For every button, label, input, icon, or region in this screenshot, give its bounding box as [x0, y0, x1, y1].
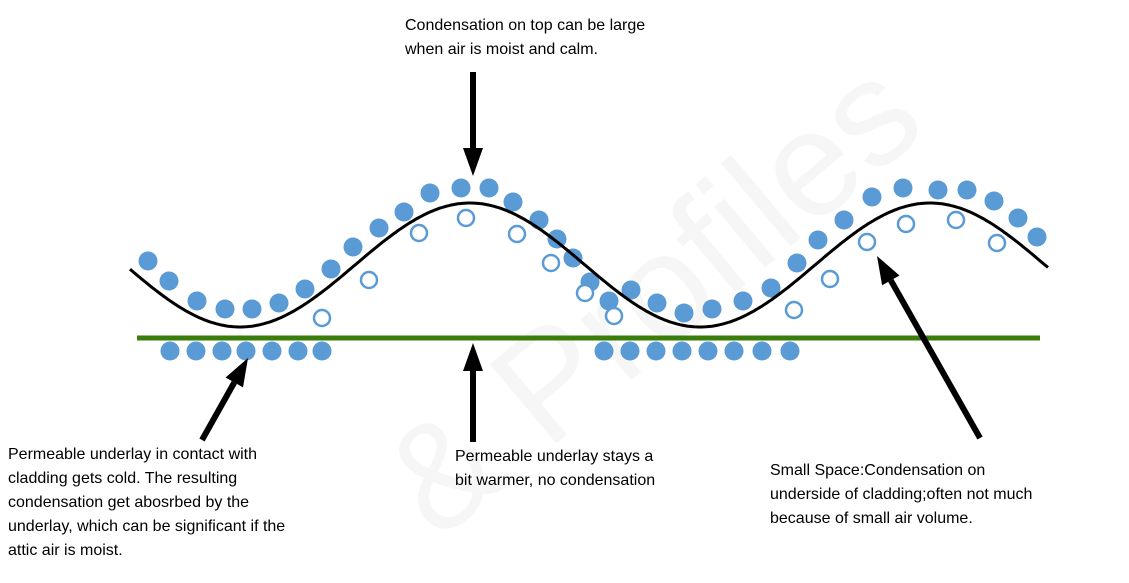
filled-droplet — [295, 279, 315, 299]
filled-droplet — [186, 341, 206, 361]
arrow-top-head — [463, 148, 483, 176]
filled-droplet — [862, 187, 882, 207]
filled-droplet — [621, 280, 641, 300]
filled-droplet — [733, 291, 753, 311]
label-line: cladding gets cold. The resulting — [8, 470, 238, 487]
filled-droplet — [808, 230, 828, 250]
label-line: when air is moist and calm. — [405, 41, 598, 58]
filled-droplet — [288, 341, 308, 361]
filled-droplet — [563, 248, 583, 268]
hollow-droplet — [987, 233, 1007, 253]
filled-droplet — [647, 293, 667, 313]
filled-droplet — [674, 303, 694, 323]
filled-droplet — [212, 341, 232, 361]
hollow-droplet — [507, 224, 527, 244]
filled-droplet — [451, 178, 471, 198]
filled-droplet — [698, 341, 718, 361]
label-line: bit warmer, no condensation — [455, 472, 656, 489]
filled-droplet — [529, 210, 549, 230]
filled-droplet — [479, 178, 499, 198]
filled-droplet — [420, 183, 440, 203]
arrow-right-shaft — [888, 278, 983, 440]
filled-droplet — [321, 259, 341, 279]
filled-droplet — [620, 341, 640, 361]
filled-droplet — [236, 341, 256, 361]
label-line: underside of cladding;often not much — [770, 486, 1033, 503]
arrow-center-head — [463, 343, 483, 371]
hollow-droplet — [857, 232, 877, 252]
arrow-left-shaft — [199, 380, 237, 442]
filled-droplet — [312, 341, 332, 361]
filled-droplet — [262, 341, 282, 361]
hollow-droplet — [456, 208, 476, 228]
filled-droplet — [646, 341, 666, 361]
filled-droplet — [138, 251, 158, 271]
condensation-droplets-above — [138, 178, 1047, 323]
hollow-droplet — [604, 306, 624, 326]
label-top-condensation: Condensation on top can be large when ai… — [405, 14, 645, 62]
filled-droplet — [957, 180, 977, 200]
filled-droplet — [928, 180, 948, 200]
hollow-droplet — [784, 300, 804, 320]
filled-droplet — [672, 341, 692, 361]
filled-droplet — [599, 291, 619, 311]
label-underlay-warmer: Permeable underlay stays a bit warmer, n… — [455, 445, 655, 493]
filled-droplet — [343, 237, 363, 257]
hollow-droplet — [820, 269, 840, 289]
hollow-droplet — [312, 308, 332, 328]
corrugated-cladding-profile — [129, 201, 1049, 329]
label-line: Permeable underlay in contact with — [8, 446, 258, 463]
label-underlay-contact: Permeable underlay in contact with cladd… — [8, 443, 285, 563]
filled-droplet — [160, 341, 180, 361]
filled-droplet — [594, 341, 614, 361]
label-line: Permeable underlay stays a — [455, 448, 654, 465]
filled-droplet — [187, 291, 207, 311]
label-line: because of small air volume. — [770, 510, 973, 527]
filled-droplet — [1008, 208, 1028, 228]
hollow-droplet — [896, 214, 916, 234]
label-small-space: Small Space:Condensation on underside of… — [770, 459, 1032, 531]
filled-droplet — [724, 341, 744, 361]
hollow-droplet — [946, 210, 966, 230]
filled-droplet — [834, 210, 854, 230]
filled-droplet — [893, 178, 913, 198]
filled-droplet — [1027, 227, 1047, 247]
hollow-droplet — [409, 223, 429, 243]
absorbed-droplets-under-underlay — [160, 341, 800, 361]
filled-droplet — [780, 341, 800, 361]
hollow-droplet — [541, 253, 561, 273]
filled-droplet — [702, 299, 722, 319]
filled-droplet — [752, 341, 772, 361]
filled-droplet — [269, 293, 289, 313]
filled-droplet — [394, 202, 414, 222]
label-line: attic air is moist. — [8, 542, 123, 559]
filled-droplet — [984, 191, 1004, 211]
label-line: underlay, which can be significant if th… — [8, 518, 286, 535]
label-line: condensation get abosrbed by the — [8, 494, 250, 511]
arrow-right-head — [877, 256, 900, 286]
filled-droplet — [787, 253, 807, 273]
filled-droplet — [761, 278, 781, 298]
arrow-left-head — [225, 358, 248, 388]
label-line: Small Space:Condensation on — [770, 462, 986, 479]
hollow-droplet — [575, 283, 595, 303]
filled-droplet — [215, 299, 235, 319]
underside-condensation-droplets — [312, 208, 1007, 328]
hollow-droplet — [359, 270, 379, 290]
label-line: Condensation on top can be large — [405, 17, 646, 34]
filled-droplet — [159, 271, 179, 291]
filled-droplet — [242, 299, 262, 319]
filled-droplet — [503, 192, 523, 212]
annotation-arrows — [199, 72, 983, 442]
filled-droplet — [369, 218, 389, 238]
